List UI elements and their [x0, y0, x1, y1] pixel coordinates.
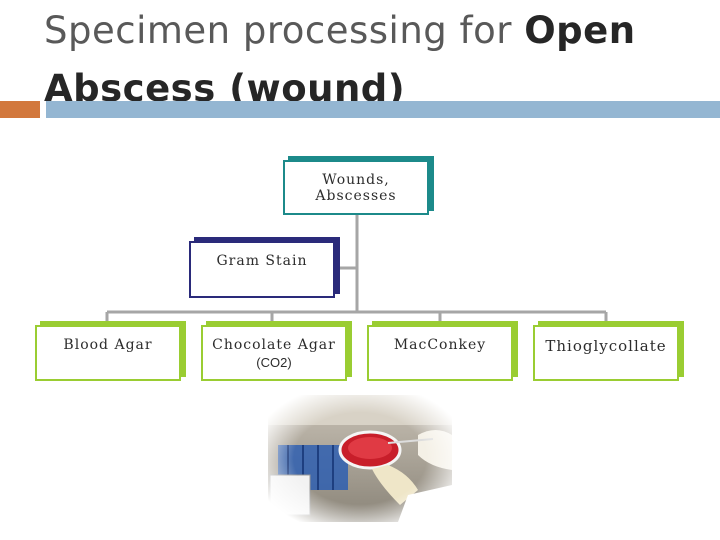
node-gram-stain: Gram Stain — [189, 241, 335, 298]
node-chocolate-agar-note: (CO2) — [256, 355, 292, 370]
node-macconkey-label: MacConkey — [393, 337, 487, 353]
node-thioglycollate: Thioglycollate — [533, 325, 679, 381]
node-blood-agar: Blood Agar — [35, 325, 181, 381]
title-accent-bar-blue — [46, 101, 720, 118]
lab-photo — [268, 395, 452, 522]
node-macconkey: MacConkey — [367, 325, 513, 381]
node-chocolate-agar: Chocolate Agar (CO2) — [201, 325, 347, 381]
node-blood-agar-label: Blood Agar — [63, 337, 153, 353]
title-prefix: Specimen processing for — [44, 9, 525, 52]
node-gram-stain-label: Gram Stain — [216, 253, 308, 269]
node-thioglycollate-label: Thioglycollate — [545, 337, 667, 355]
node-chocolate-agar-label: Chocolate Agar — [212, 337, 336, 353]
node-wounds-abscesses-label: Wounds, Abscesses — [315, 172, 397, 204]
lab-photo-illustration — [268, 395, 452, 522]
title-bold-line1: Open — [524, 9, 636, 52]
node-wounds-abscesses: Wounds, Abscesses — [283, 160, 429, 215]
title-accent-bar-orange — [0, 101, 40, 118]
